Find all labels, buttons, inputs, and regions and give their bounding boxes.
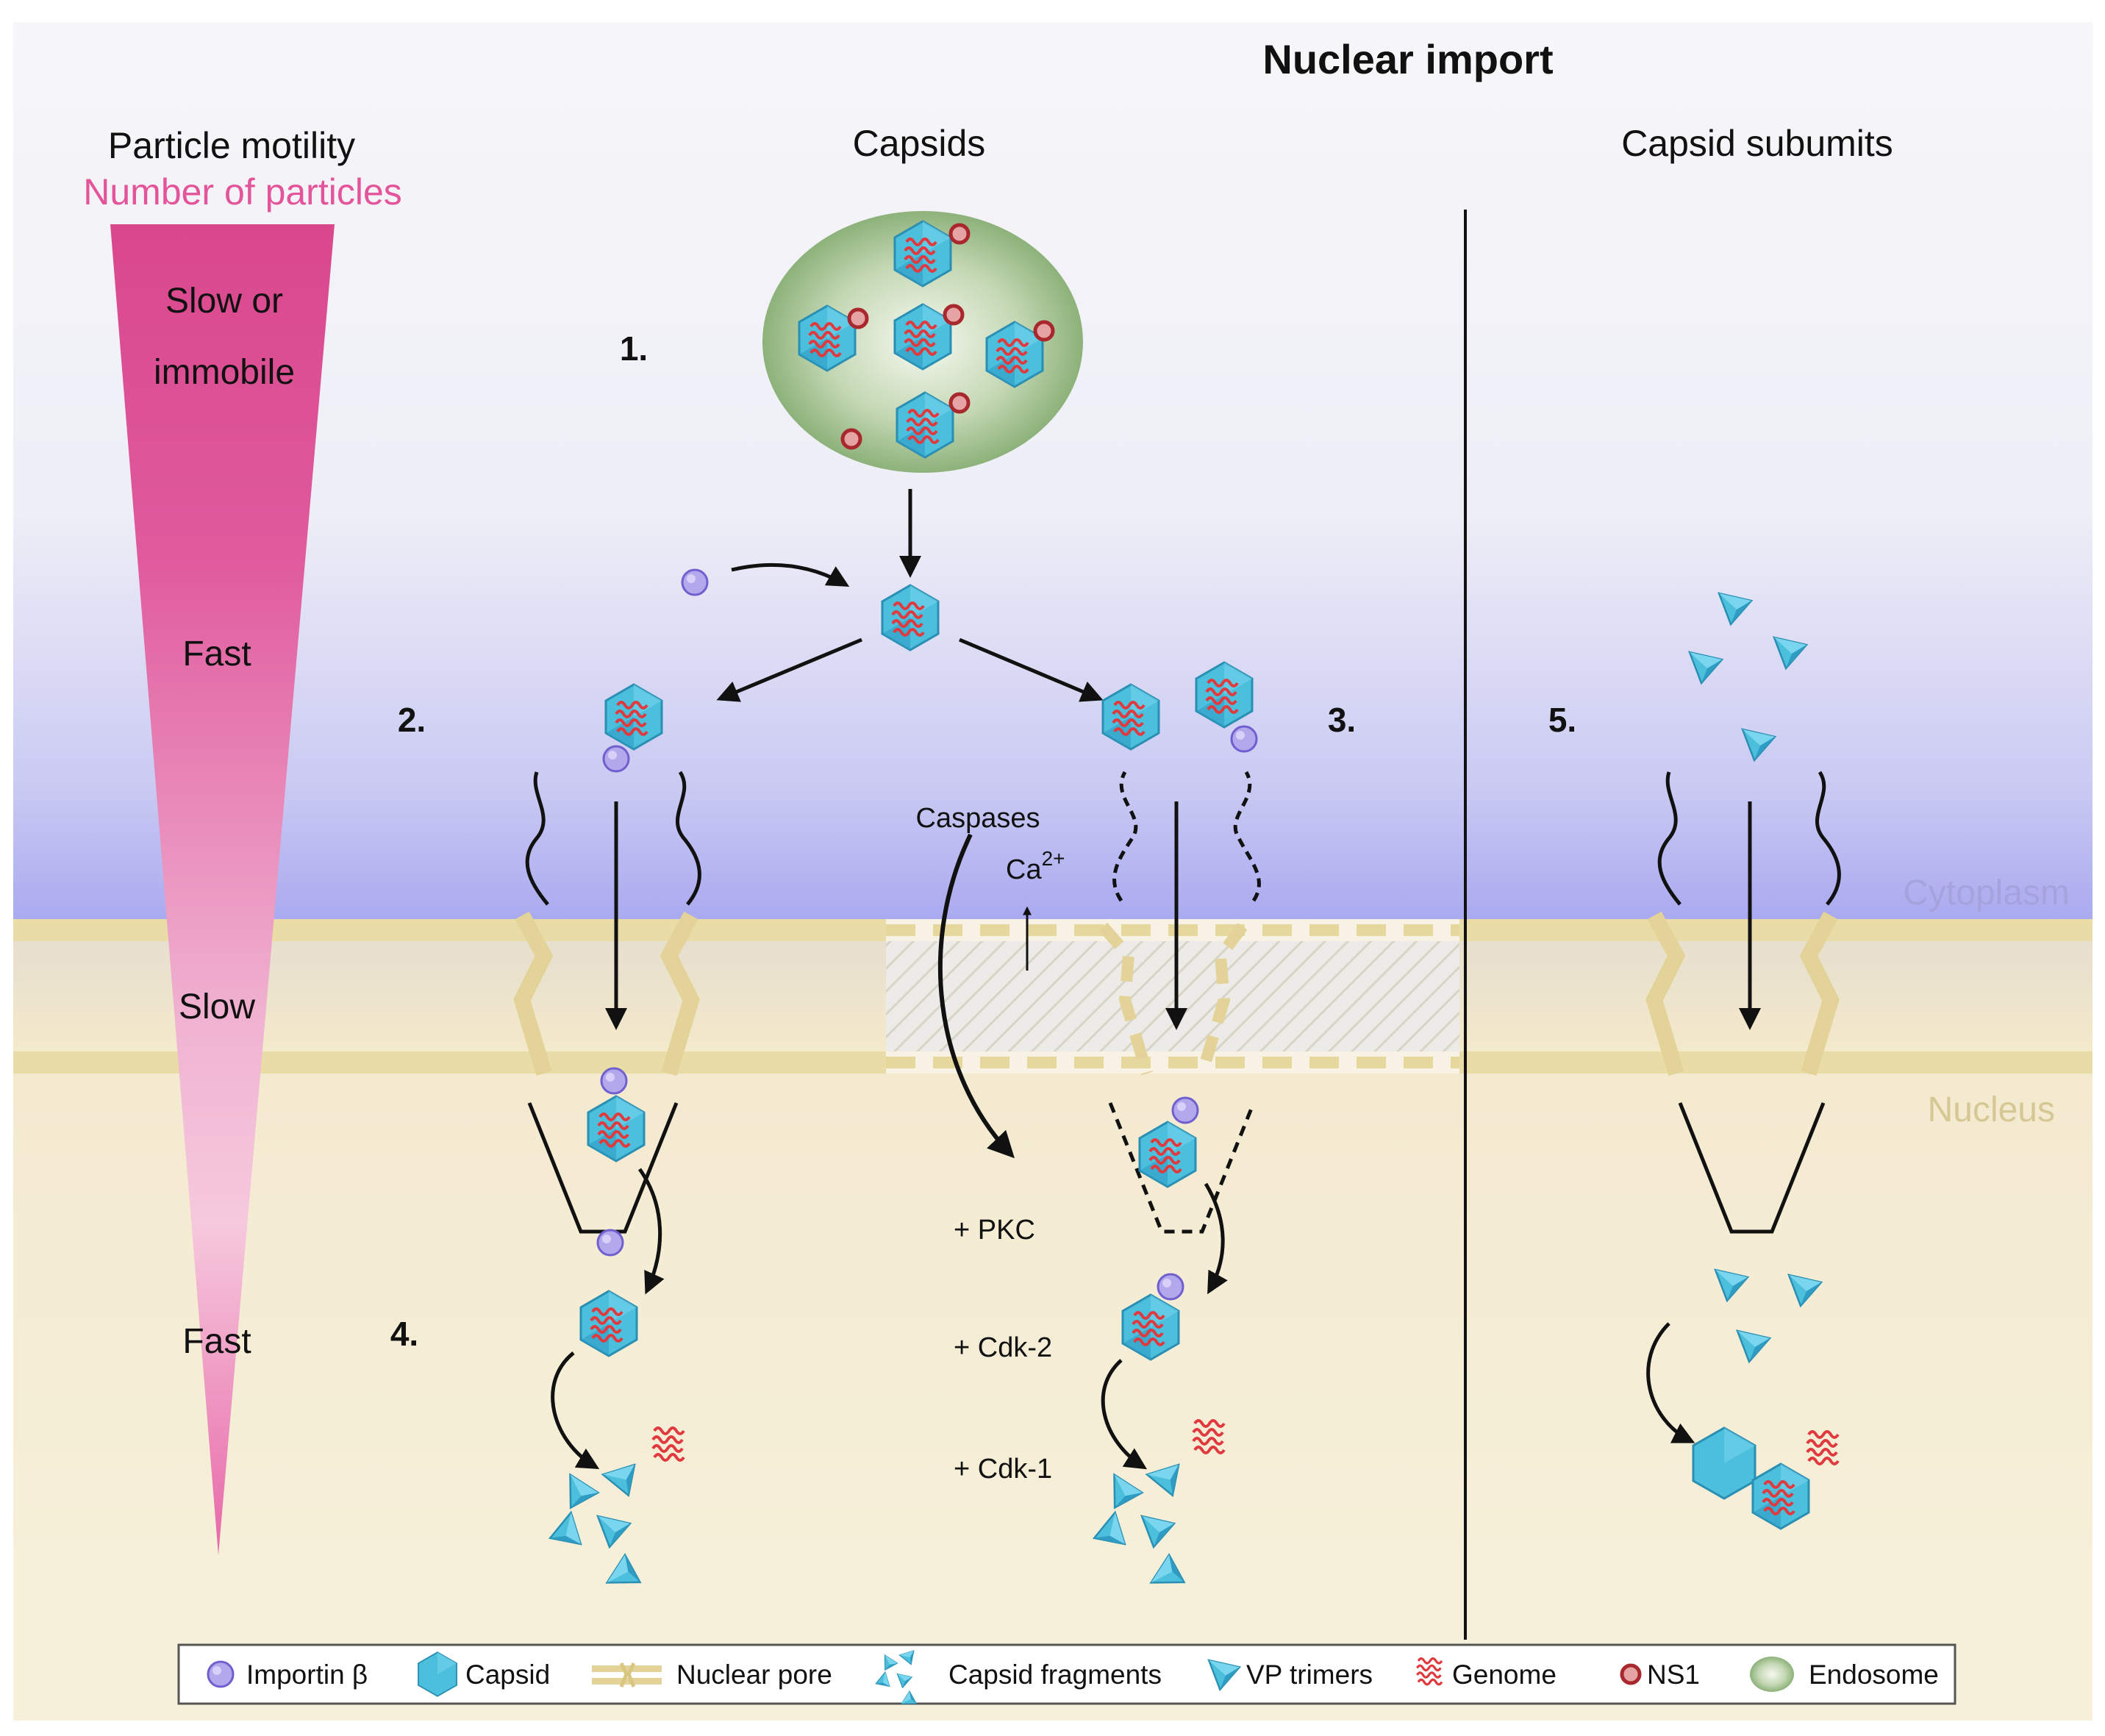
legend-item-ns1: NS1 xyxy=(1622,1660,1700,1690)
label-calcium: Ca2+ xyxy=(1006,847,1065,885)
label-cytoplasm: Cytoplasm xyxy=(1903,874,2070,912)
step-3: 3. xyxy=(1328,701,1356,739)
legend-item-genome: Genome xyxy=(1415,1657,1557,1690)
pathway-envelope-disruption xyxy=(1088,661,1261,1593)
label-pkc: + PKC xyxy=(954,1215,1035,1246)
speed-label-slow-or: Slow or xyxy=(165,282,283,321)
speed-label-fast-1: Fast xyxy=(182,635,251,674)
svg-text:Importin β: Importin β xyxy=(246,1660,368,1690)
svg-text:Genome: Genome xyxy=(1452,1660,1557,1690)
arrow-to-step-2 xyxy=(716,637,862,702)
arrow-caspases xyxy=(937,833,1015,1159)
svg-text:Capsid fragments: Capsid fragments xyxy=(948,1660,1162,1690)
legend-item-importin: Importin β xyxy=(207,1660,368,1690)
ns1-icon xyxy=(1622,1665,1640,1683)
heading-subunits: Capsid subumits xyxy=(1621,123,1893,164)
nuclear-pore-icon xyxy=(592,1662,662,1687)
step-2: 2. xyxy=(398,701,426,739)
legend-item-capsid-fragments: Capsid fragments xyxy=(873,1648,1162,1709)
arrow-to-step-3 xyxy=(959,637,1104,702)
speed-label-immobile: immobile xyxy=(154,353,295,392)
endosome-icon xyxy=(1750,1657,1794,1692)
importin-icon xyxy=(207,1660,235,1688)
heading-capsids: Capsids xyxy=(853,123,986,164)
label-nucleus: Nucleus xyxy=(1928,1090,2055,1129)
step-5: 5. xyxy=(1548,701,1576,739)
pathway-importin xyxy=(525,683,701,1593)
svg-text:VP trimers: VP trimers xyxy=(1246,1660,1373,1690)
svg-text:NS1: NS1 xyxy=(1647,1660,1700,1690)
legend-item-nuclear-pore: Nuclear pore xyxy=(592,1660,832,1690)
speed-label-fast-2: Fast xyxy=(182,1322,251,1361)
heading-motility: Particle motility xyxy=(108,125,355,166)
nuclear-pore-right xyxy=(1645,911,1840,1076)
step-4: 4. xyxy=(390,1315,418,1353)
label-cdk2: + Cdk-2 xyxy=(954,1332,1052,1363)
svg-text:Capsid: Capsid xyxy=(465,1660,550,1690)
label-cdk1: + Cdk-1 xyxy=(954,1454,1052,1485)
speed-label-slow: Slow xyxy=(179,987,255,1026)
legend-item-endosome: Endosome xyxy=(1750,1657,1939,1692)
legend-item-vp-trimers: VP trimers xyxy=(1207,1659,1373,1690)
heading-count: Number of particles xyxy=(83,171,402,212)
label-caspases: Caspases xyxy=(916,803,1040,834)
pathway-subunits xyxy=(1646,592,1841,1530)
nuclear-pore-damaged xyxy=(1098,922,1248,1076)
step-1: 1. xyxy=(620,329,648,368)
endosome xyxy=(762,211,1083,473)
legend: Importin β Capsid Nuclear pore Capsid fr… xyxy=(177,1643,1956,1709)
legend-item-capsid: Capsid xyxy=(418,1651,550,1697)
svg-text:Endosome: Endosome xyxy=(1809,1660,1939,1690)
svg-text:Nuclear pore: Nuclear pore xyxy=(676,1660,832,1690)
importin-free xyxy=(681,568,709,596)
diagram-title: Nuclear import xyxy=(1262,36,1553,82)
nuclear-pore-left xyxy=(513,911,700,1076)
nuclear-envelope xyxy=(13,919,2093,1074)
arrow-importin-binding xyxy=(731,562,850,587)
motility-gradient xyxy=(110,224,335,1555)
